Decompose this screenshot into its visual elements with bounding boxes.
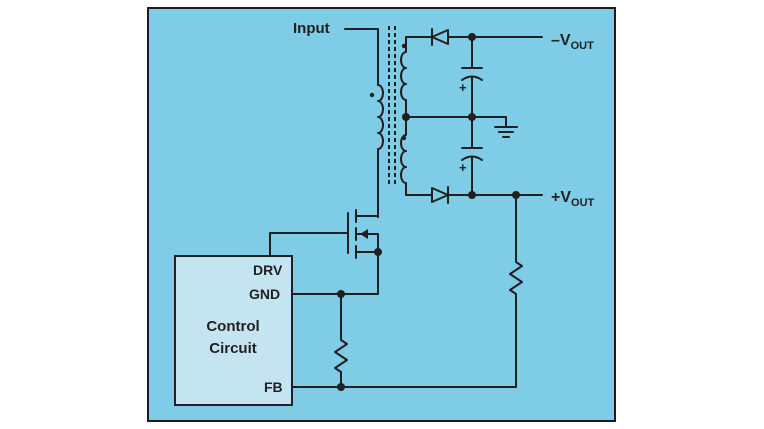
primary-dot xyxy=(369,92,375,98)
ground-symbol xyxy=(494,126,518,138)
feedback-right-wire xyxy=(509,194,523,388)
gnd-pin-label: GND xyxy=(249,286,280,302)
capacitor-top-plus: + xyxy=(459,80,467,95)
gate-wire xyxy=(269,232,349,261)
source-wire xyxy=(291,251,379,295)
diode-bottom xyxy=(431,186,449,204)
input-label: Input xyxy=(293,20,330,37)
capacitor-top xyxy=(461,67,483,81)
secondary-bottom-dot xyxy=(401,135,407,141)
input-wire xyxy=(344,28,379,86)
neg-vout-label: –VOUT xyxy=(551,32,594,52)
pos-vout-subscript: OUT xyxy=(571,197,595,209)
secondary-winding-top xyxy=(400,36,407,118)
control-label-line1: Control xyxy=(206,318,259,335)
control-label-line2: Circuit xyxy=(209,340,257,357)
primary-winding xyxy=(377,84,384,150)
drv-pin-label: DRV xyxy=(253,262,283,278)
fb-pin-label: FB xyxy=(264,379,283,395)
transformer-core xyxy=(388,26,396,187)
capacitor-bottom-plus: + xyxy=(459,160,467,175)
diode-top xyxy=(431,28,449,46)
neg-vout-subscript: OUT xyxy=(571,40,595,52)
center-tap-wire xyxy=(405,116,507,128)
pos-vout-label: +VOUT xyxy=(551,189,595,209)
center-tap-node-left xyxy=(402,113,410,121)
secondary-winding-bottom xyxy=(400,116,407,196)
control-circuit-box xyxy=(174,255,293,406)
secondary-top-dot xyxy=(401,43,407,49)
capacitor-bottom xyxy=(461,147,483,161)
fb-node xyxy=(337,383,345,391)
sense-resistor-wire xyxy=(334,293,348,388)
